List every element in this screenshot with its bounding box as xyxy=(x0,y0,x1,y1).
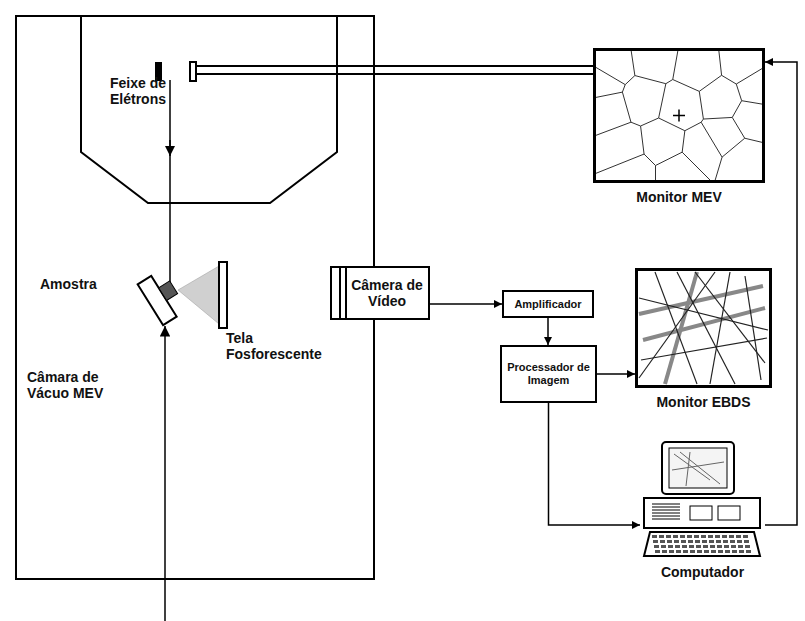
amplifier-box: Amplificador xyxy=(502,290,594,318)
column-outline xyxy=(80,17,338,205)
sample xyxy=(138,269,188,325)
part-label: Tela Fosforescente xyxy=(226,330,334,362)
diffraction-cone xyxy=(178,266,219,324)
camera-lens xyxy=(332,268,348,318)
ebsd-monitor: Monitor EBDS xyxy=(635,268,772,413)
signal-arrow xyxy=(549,403,641,525)
node-label: Computador xyxy=(640,564,765,580)
grain-map xyxy=(593,48,765,183)
vacuum-chamber: Câmara de Vácuo MEV Feixe de Elétrons xyxy=(15,15,375,580)
sem-monitor: Monitor MEV xyxy=(593,48,765,208)
node-label: Monitor MEV xyxy=(593,189,765,205)
signal-arrow xyxy=(430,303,502,305)
control-line xyxy=(164,326,166,621)
node-label: Feixe de Elétrons xyxy=(86,75,166,107)
video-camera: Câmera de Vídeo xyxy=(330,266,430,320)
electron-beam xyxy=(169,80,171,283)
part-label: Amostra xyxy=(40,276,120,292)
beam-arrow xyxy=(169,140,171,156)
phosphor-screen xyxy=(219,262,227,328)
signal-arrow xyxy=(547,318,549,345)
signal-arrow xyxy=(597,373,635,375)
aperture xyxy=(190,62,196,81)
node-label: Câmera de Vídeo xyxy=(350,277,424,309)
kikuchi-pattern xyxy=(635,268,772,388)
node-label: Processador de Imagem xyxy=(506,361,591,386)
scan-cable xyxy=(190,66,340,74)
node-label: Câmara de Vácuo MEV xyxy=(27,369,139,401)
cross-mark xyxy=(673,110,685,122)
node-label: Monitor EBDS xyxy=(635,394,772,410)
node-label: Amplificador xyxy=(514,298,581,311)
computer-icon xyxy=(640,440,765,558)
computer: Computador xyxy=(640,440,765,585)
processor-box: Processador de Imagem xyxy=(500,345,597,403)
electron-column: Feixe de Elétrons xyxy=(80,17,338,205)
